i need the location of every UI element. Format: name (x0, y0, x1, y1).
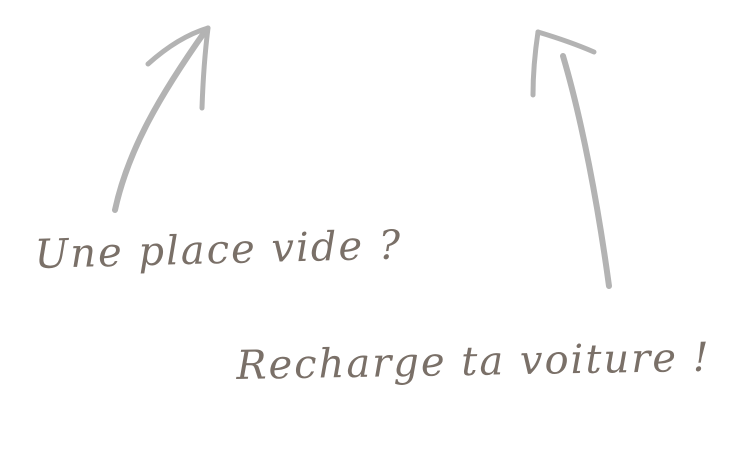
empty-spot-question: Une place vide ? (34, 222, 403, 278)
arrow-up-right-icon (112, 25, 211, 213)
arrow-up-icon (530, 29, 612, 289)
charge-your-car-exclamation: Recharge ta voiture ! (236, 334, 712, 389)
